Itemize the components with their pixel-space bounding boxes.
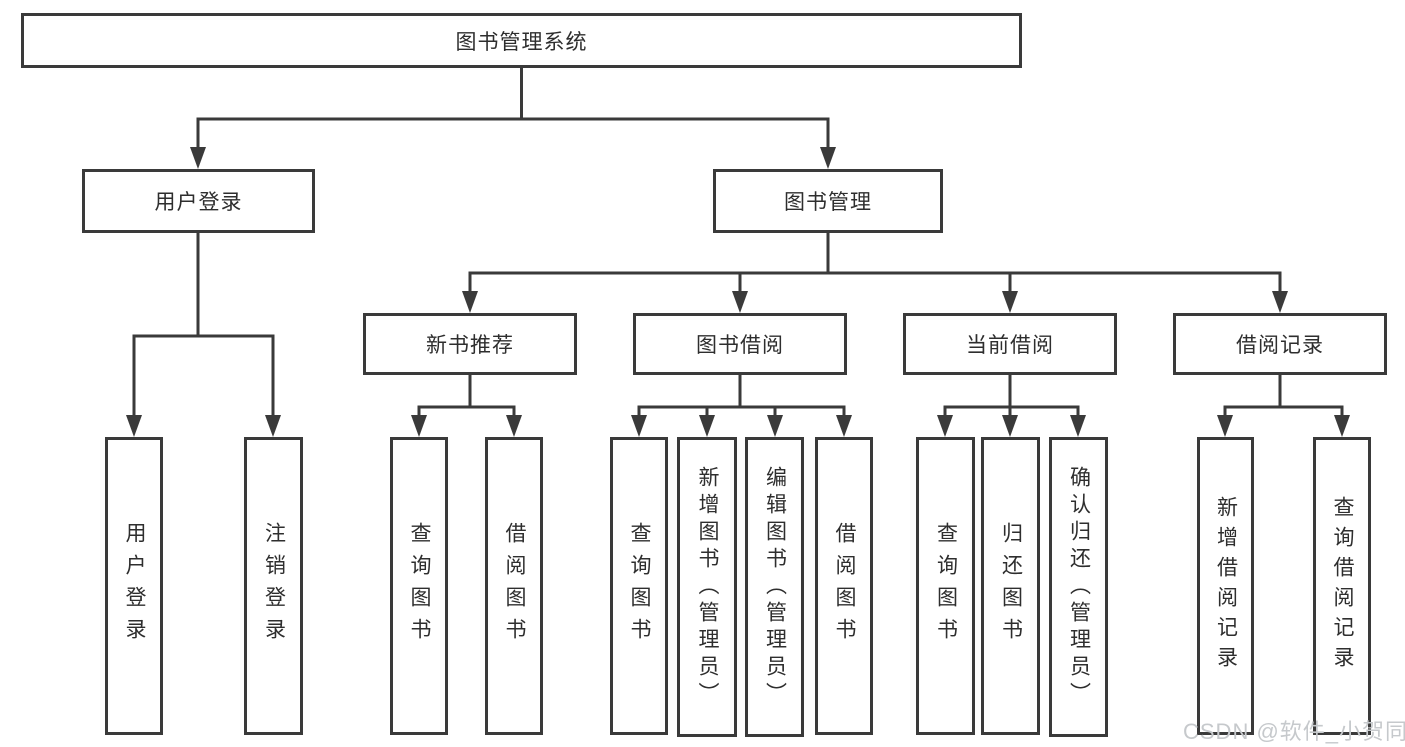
leaf-query-books-current: 查询图书 [916,437,975,735]
arrowhead [506,415,522,437]
leaf-edit-book-admin: 编辑图书（管理员） [745,437,804,737]
arrowhead [937,415,953,437]
arrowhead [732,291,748,313]
node-root-system: 图书管理系统 [21,13,1022,68]
connector-book-borrow-branch [631,375,852,437]
connector-new-book-branch [411,375,522,437]
node-label: 查询借阅记录 [1331,496,1354,676]
leaf-query-borrow-record: 查询借阅记录 [1313,437,1371,735]
node-label: 借阅图书 [833,522,856,650]
node-label: 编辑图书（管理员） [763,465,787,709]
node-book-management: 图书管理 [713,169,943,233]
leaf-borrow-books: 借阅图书 [815,437,873,735]
node-label: 查询图书 [408,522,431,650]
node-label: 图书借阅 [696,334,784,357]
arrowhead [1272,291,1288,313]
arrowhead [1070,415,1086,437]
connector-user-login-branch [126,233,281,437]
arrowhead [265,415,281,437]
arrowhead [820,147,836,169]
node-label: 当前借阅 [966,334,1054,357]
node-book-borrow: 图书借阅 [633,313,847,375]
leaf-logout: 注销登录 [244,437,303,735]
leaf-query-books-borrow: 查询图书 [610,437,668,735]
node-label: 查询图书 [934,522,958,650]
arrowhead [190,147,206,169]
node-new-book-recommend: 新书推荐 [363,313,577,375]
connector-borrow-records-branch [1217,375,1350,437]
arrowhead [699,415,715,437]
node-label: 归还图书 [999,522,1023,650]
node-current-borrow: 当前借阅 [903,313,1117,375]
arrowhead [462,291,478,313]
node-label: 借阅记录 [1236,334,1324,357]
node-label: 查询图书 [628,522,651,650]
node-label: 图书管理系统 [455,30,588,54]
node-label: 新书推荐 [426,334,514,357]
arrowhead [126,415,142,437]
node-label: 用户登录 [154,191,243,214]
node-label: 图书管理 [784,191,872,214]
connector-current-borrow-branch [937,375,1086,437]
leaf-user-login: 用户登录 [105,437,163,735]
arrowhead [411,415,427,437]
node-label: 注销登录 [262,522,286,650]
node-label: 借阅图书 [503,522,526,650]
arrowhead [767,415,783,437]
node-label: 用户登录 [123,522,146,650]
node-label: 新增图书（管理员） [696,465,719,709]
arrowhead [836,415,852,437]
leaf-add-borrow-record: 新增借阅记录 [1197,437,1254,735]
arrowhead [1002,415,1018,437]
leaf-confirm-return-admin: 确认归还（管理员） [1049,437,1108,737]
node-borrow-records: 借阅记录 [1173,313,1387,375]
leaf-borrow-books-recommend: 借阅图书 [485,437,543,735]
node-user-login: 用户登录 [82,169,315,233]
arrowhead [1334,415,1350,437]
arrowhead [631,415,647,437]
connector-root-to-level2 [190,66,836,169]
leaf-return-books: 归还图书 [981,437,1040,735]
leaf-query-books-recommend: 查询图书 [390,437,448,735]
node-label: 确认归还（管理员） [1067,465,1091,709]
connector-book-management-branch [462,233,1288,313]
leaf-add-book-admin: 新增图书（管理员） [677,437,737,737]
node-label: 新增借阅记录 [1214,496,1238,676]
watermark: CSDN @软件_小贺同学 [1183,719,1405,744]
arrowhead [1002,291,1018,313]
arrowhead [1217,415,1233,437]
